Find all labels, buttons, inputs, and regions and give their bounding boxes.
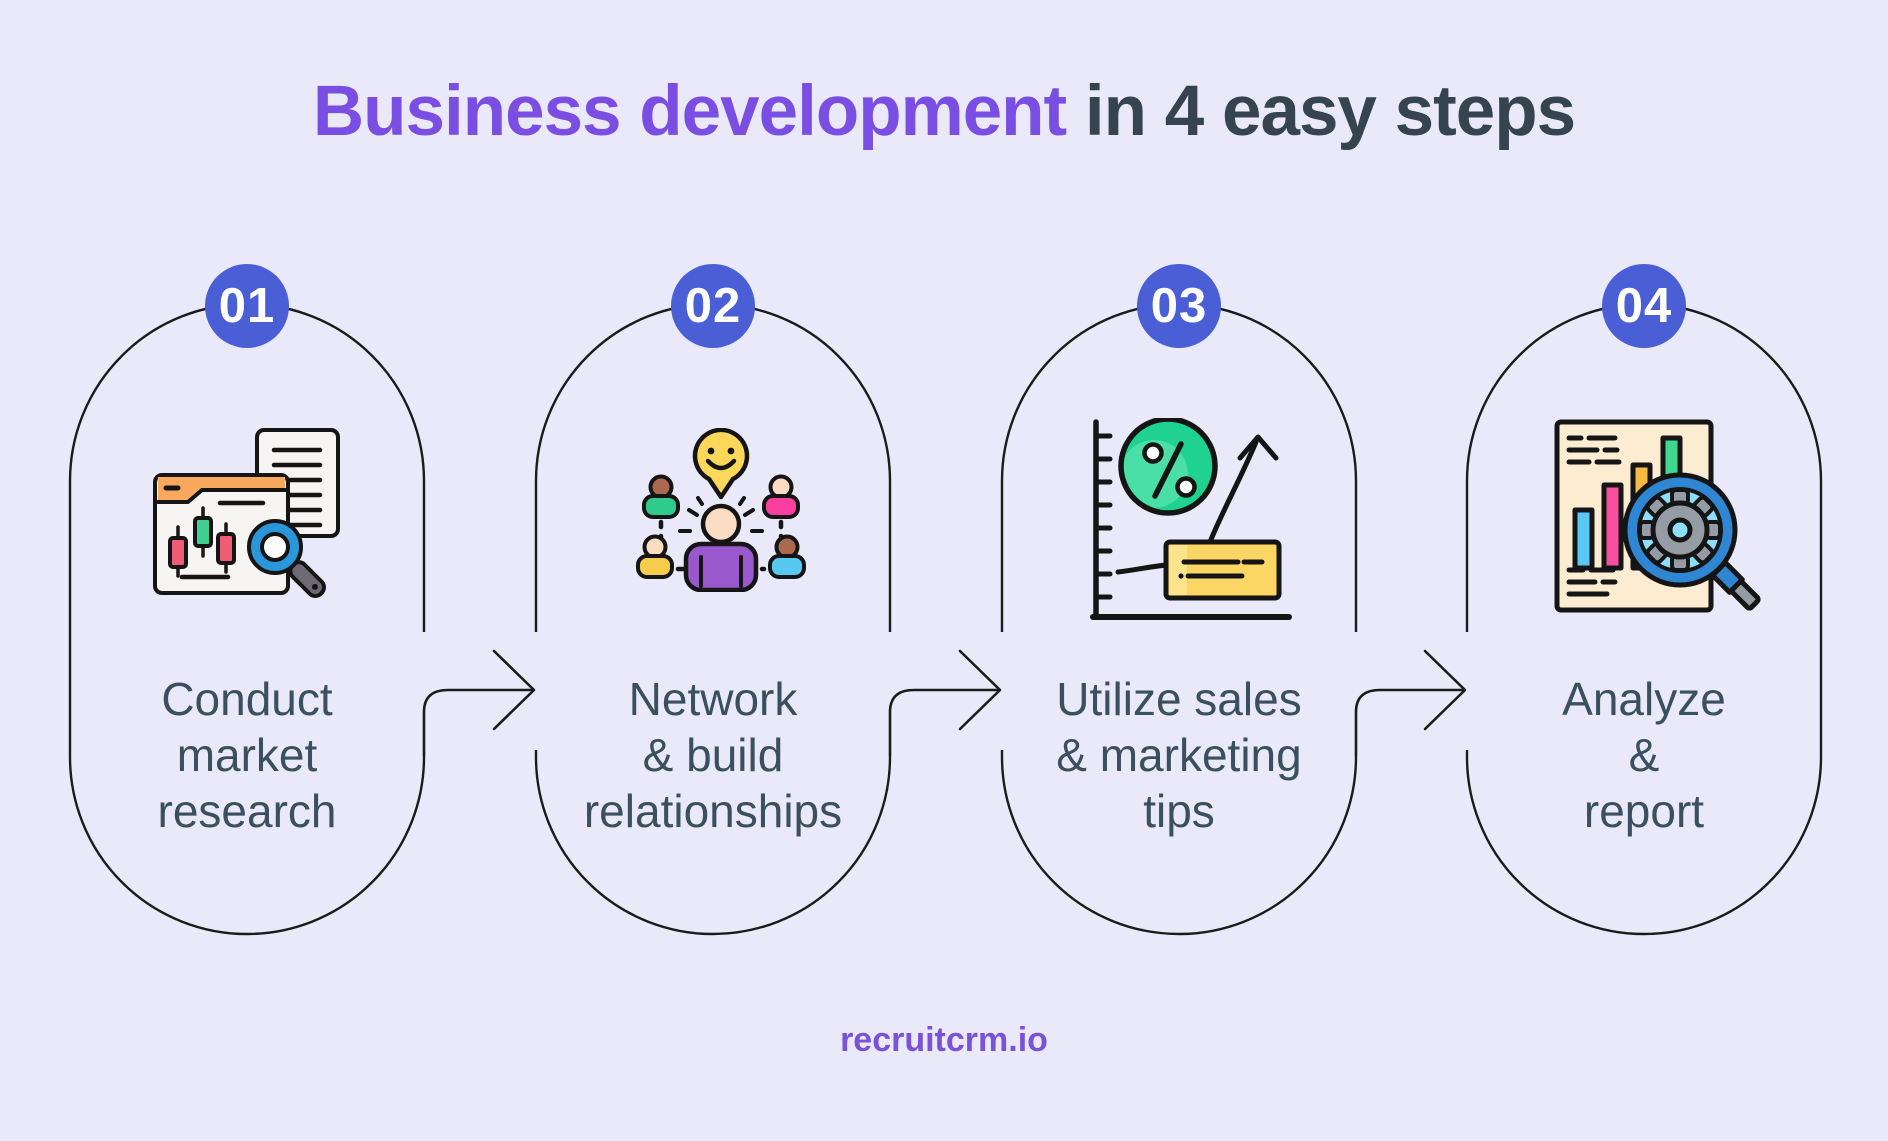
magnifier-glass: [247, 519, 326, 598]
page-title: Business development in 4 easy steps: [0, 76, 1888, 147]
step-1-number: 01: [218, 279, 276, 333]
coupon-ticket: [1163, 539, 1282, 601]
step-2-label: Network & build relationships: [583, 673, 843, 837]
capsule-outline-1: [68, 302, 426, 936]
network-relationships-icon: [636, 428, 806, 592]
candlestick-chart: [168, 506, 236, 578]
brand-footer: recruitcrm.io: [840, 1021, 1048, 1059]
title-rest: in 4 easy steps: [1066, 72, 1576, 151]
person-top-right: [762, 474, 800, 519]
market-research-icon: [153, 428, 340, 598]
step-1-badge: 01: [205, 264, 289, 348]
arrow-step2-to-step3: [888, 649, 1002, 758]
chart-axes: [1090, 419, 1292, 620]
connection-rays: [678, 496, 764, 533]
title-accent: Business development: [312, 72, 1067, 151]
arrow-step3-to-step4: [1354, 649, 1467, 758]
percent-circle: [1118, 418, 1218, 516]
step-3-number: 03: [1150, 279, 1208, 333]
step-4-label: Analyze & report: [1562, 673, 1726, 837]
person-bottom-left: [636, 534, 674, 579]
capsule-outline-4: [1465, 302, 1823, 936]
step-2-badge: 02: [671, 264, 755, 348]
step-2-number: 02: [684, 279, 742, 333]
smiley-speech-bubble: [692, 428, 750, 500]
growth-arrow: [1207, 434, 1279, 545]
step-4-badge: 04: [1602, 264, 1686, 348]
step-4-number: 04: [1615, 279, 1673, 333]
gear: [1638, 488, 1722, 572]
person-bottom-right: [768, 534, 806, 579]
sales-marketing-icon: [1090, 418, 1292, 620]
step-3-label: Utilize sales & marketing tips: [1056, 673, 1302, 837]
step-3-badge: 03: [1137, 264, 1221, 348]
step-1-label: Conduct market research: [157, 673, 337, 837]
capsule-outline-2: [534, 302, 892, 936]
analyze-report-icon: [1554, 419, 1761, 613]
person-central: [683, 503, 759, 592]
person-top-left: [642, 474, 680, 519]
gear-magnifier: [1622, 472, 1761, 611]
arrow-step1-to-step2: [422, 649, 536, 758]
